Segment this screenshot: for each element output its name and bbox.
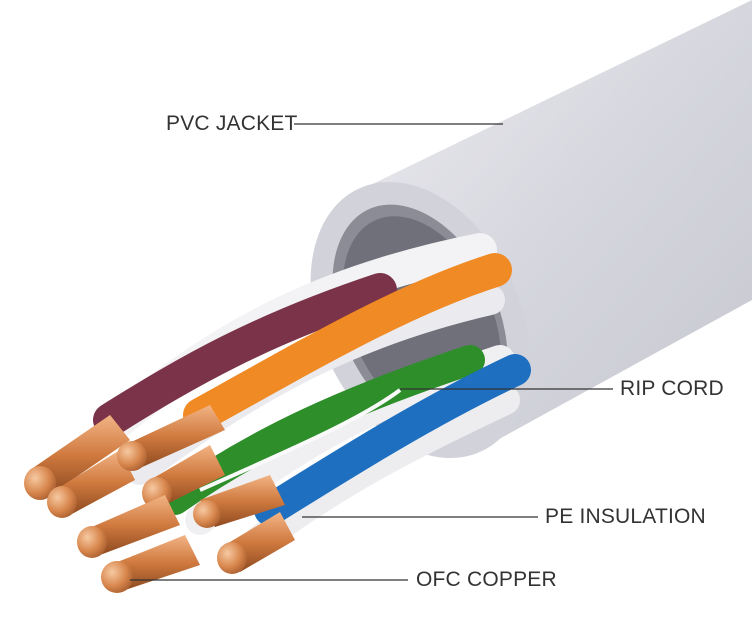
- leader-lines: [130, 123, 613, 581]
- label-pvc-jacket: PVC JACKET: [166, 112, 298, 135]
- label-pe-insulation: PE INSULATION: [545, 505, 706, 528]
- label-ofc-copper: OFC COPPER: [416, 568, 557, 591]
- brown-wire: [93, 273, 397, 437]
- rip-cord: [199, 388, 402, 492]
- label-rip-cord: RIP CORD: [620, 377, 724, 400]
- blue-wire: [254, 354, 531, 526]
- copper-conductors: [24, 405, 295, 593]
- orange-wire: [183, 253, 512, 432]
